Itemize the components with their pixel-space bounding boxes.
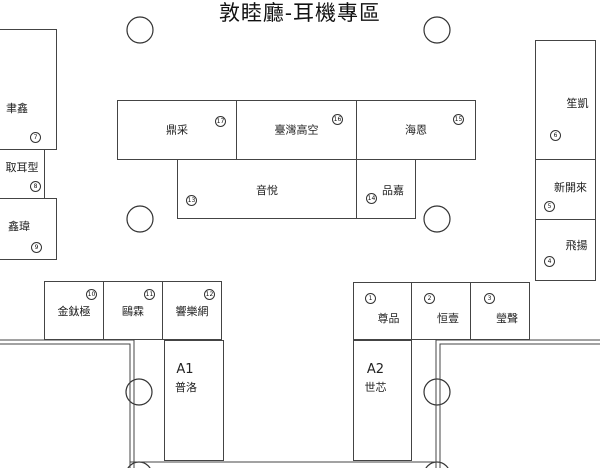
booth-number: 14 [366, 193, 377, 204]
booth-name: 笙凱 [566, 97, 589, 110]
column [423, 16, 451, 44]
booth-name: 鼎采 [166, 123, 188, 137]
booth-15[interactable]: 海恩 15 [356, 100, 476, 160]
column [423, 378, 451, 406]
booth-3[interactable]: 瑩聲 3 [470, 282, 530, 340]
booth-name: 尊品 [377, 312, 400, 325]
column [125, 378, 153, 406]
booth-number: 7 [30, 132, 41, 143]
booth-number: 16 [332, 114, 343, 125]
booth-name: 取耳型 [5, 161, 39, 174]
booth-name: 金鈦極 [57, 305, 91, 318]
booth-number: 3 [484, 293, 495, 304]
booth-16[interactable]: 臺灣高空 16 [236, 100, 357, 160]
zone-label: A1 [176, 362, 194, 377]
booth-name: 海恩 [405, 123, 427, 137]
booth-name: 品嘉 [382, 184, 404, 197]
booth-name: 鷗霖 [122, 305, 144, 318]
booth-number: 17 [215, 116, 226, 127]
booth-name: 普洛 [175, 381, 197, 394]
booth-name: 恒壹 [437, 312, 459, 325]
column [425, 461, 449, 468]
booth-10[interactable]: 金鈦極 10 [44, 281, 104, 340]
booth-5[interactable]: 新開來 5 [535, 159, 596, 220]
booth-17[interactable]: 鼎采 17 [117, 100, 237, 160]
booth-number: 4 [544, 256, 555, 267]
booth-13[interactable]: 音悅 13 [177, 159, 357, 219]
booth-number: 1 [365, 293, 376, 304]
booth-number: 11 [144, 289, 155, 300]
booth-8[interactable]: 取耳型 8 [0, 149, 45, 199]
booth-a2[interactable]: A2 世芯 [353, 340, 412, 461]
booth-2[interactable]: 恒壹 2 [411, 282, 471, 340]
booth-1[interactable]: 尊品 1 [353, 282, 412, 340]
booth-name: 瑩聲 [496, 312, 518, 325]
booth-14[interactable]: 品嘉 14 [356, 159, 416, 219]
booth-number: 12 [204, 289, 215, 300]
booth-name: 飛揚 [565, 239, 588, 252]
booth-name: 新開來 [554, 181, 587, 194]
booth-name: 音悅 [256, 184, 278, 197]
booth-name: 聿鑫 [6, 102, 28, 115]
booth-number: 2 [424, 293, 435, 304]
booth-number: 5 [544, 201, 555, 212]
booth-number: 6 [550, 130, 561, 141]
zone-label: A2 [366, 362, 385, 377]
corridor-wall-right [435, 339, 600, 468]
booth-name: 世芯 [364, 381, 387, 394]
booth-12[interactable]: 響樂網 12 [162, 281, 222, 340]
booth-4[interactable]: 飛揚 4 [535, 219, 596, 281]
booth-number: 13 [186, 195, 197, 206]
corridor-wall-left [0, 339, 135, 468]
booth-name: 臺灣高空 [274, 123, 319, 137]
corridor-wall-left-inner [0, 343, 131, 468]
booth-number: 10 [86, 289, 97, 300]
booth-number: 9 [31, 242, 42, 253]
booth-9[interactable]: 鑫瑋 9 [0, 198, 57, 260]
column [126, 205, 154, 233]
booth-6[interactable]: 笙凱 6 [535, 40, 596, 160]
booth-7[interactable]: 聿鑫 7 [0, 29, 57, 150]
booth-name: 鑫瑋 [8, 220, 30, 233]
page-title: 敦睦廳-耳機專區 [218, 1, 382, 25]
booth-a1[interactable]: A1 普洛 [164, 340, 224, 461]
booth-number: 8 [30, 181, 41, 192]
column [126, 16, 154, 44]
column [423, 205, 451, 233]
booth-number: 15 [453, 114, 464, 125]
booth-11[interactable]: 鷗霖 11 [103, 281, 163, 340]
booth-name: 響樂網 [175, 305, 209, 318]
corridor-wall-right-inner [439, 343, 600, 468]
